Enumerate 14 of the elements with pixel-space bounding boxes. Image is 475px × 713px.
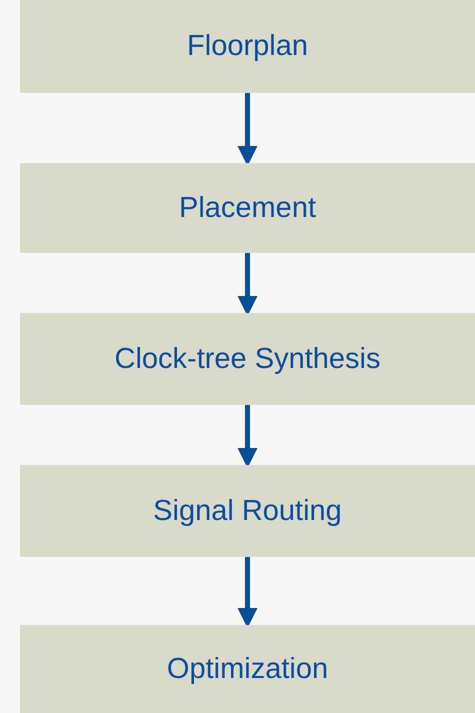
step-label: Floorplan xyxy=(187,29,308,64)
step-label: Optimization xyxy=(166,652,328,687)
arrow xyxy=(238,405,258,468)
arrow xyxy=(238,93,258,166)
step-label: Signal Routing xyxy=(153,494,342,529)
process-box xyxy=(20,625,475,713)
process-box xyxy=(20,163,475,253)
process-box xyxy=(20,313,475,405)
arrow xyxy=(238,557,258,628)
process-box xyxy=(20,465,475,557)
step-label: Placement xyxy=(178,190,316,226)
step-label: Clock-tree Synthesis xyxy=(114,342,380,377)
process-box xyxy=(20,0,475,93)
arrow xyxy=(238,253,258,316)
